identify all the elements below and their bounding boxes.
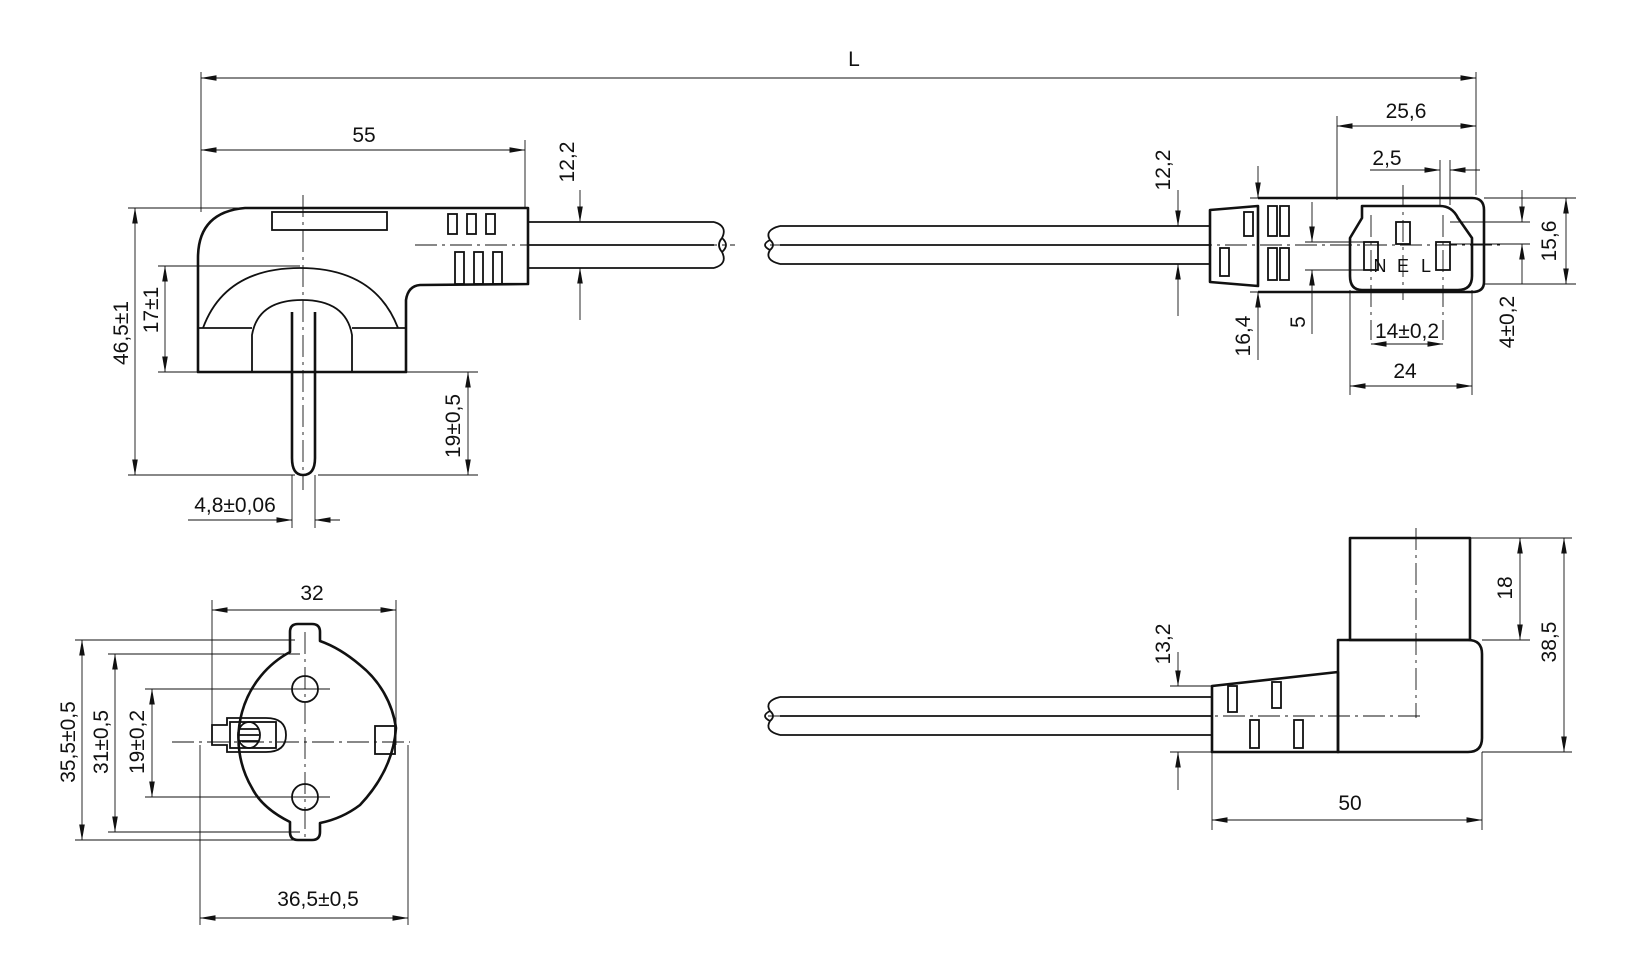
dim-connector-width: 24 [1393, 360, 1417, 383]
plug-pin [290, 312, 317, 477]
connector-side-view: N E L [764, 185, 1505, 340]
dim-plug-cable-diameter: 12,2 [556, 142, 579, 183]
plug-side-view [196, 195, 735, 490]
dimension-lines [75, 72, 1576, 925]
angled-connector-head [1348, 536, 1472, 642]
dim-contact-offset: 17±1 [140, 287, 163, 334]
connector-socket-face [1348, 204, 1474, 292]
side-earth-contact [374, 725, 396, 755]
plug-body-outline [196, 206, 530, 374]
neutral-label: N [1374, 256, 1387, 276]
plug-top-recess [271, 211, 388, 231]
connector-body-outline [1258, 196, 1486, 294]
dim-strain-relief: 16,4 [1232, 315, 1255, 356]
dim-side-length: 50 [1338, 792, 1361, 815]
dim-contact-spacing: 14±0,2 [1375, 320, 1439, 343]
dim-contact-gap: 5 [1287, 316, 1310, 328]
connector-strain-relief [1208, 204, 1260, 288]
dim-face-inner-height: 31±0,5 [90, 710, 113, 774]
dim-connector-cable-diameter: 12,2 [1152, 150, 1175, 191]
dim-pin-length: 19±0,5 [442, 394, 465, 458]
angled-connector-body [1336, 638, 1484, 754]
dim-connector-depth: 25,6 [1386, 100, 1427, 123]
live-label: L [1421, 256, 1431, 276]
dim-pin-diameter: 4,8±0,06 [194, 494, 276, 517]
dim-side-top-height: 18 [1494, 576, 1517, 599]
earth-clip [211, 717, 287, 753]
plug-front-view [172, 622, 410, 842]
dim-pin-spacing: 19±0,2 [126, 710, 149, 774]
plug-inner-arch [251, 299, 353, 372]
dim-plug-length: 55 [352, 124, 375, 147]
dim-face-total-width: 36,5±0,5 [277, 888, 359, 911]
dim-side-total-height: 38,5 [1538, 622, 1561, 663]
plug-outer-arch [202, 267, 399, 329]
dim-face-height: 35,5±0,5 [57, 701, 80, 783]
screw-head [237, 721, 261, 749]
dimension-labels: L 55 12,2 46,5±1 17±1 19±0,5 4,8±0,06 25… [57, 48, 1561, 911]
dim-connector-height: 15,6 [1538, 221, 1561, 262]
dim-contact-height: 4±0,2 [1496, 296, 1519, 348]
plug-face-outline [237, 622, 398, 842]
earth-label: E [1397, 256, 1409, 276]
plug-grip-ribs [447, 213, 503, 285]
dim-contact-width: 2,5 [1372, 147, 1401, 170]
connector-angled-view [764, 528, 1484, 754]
dim-plug-height: 46,5±1 [110, 301, 133, 365]
dim-side-cable-diameter: 13,2 [1152, 624, 1175, 665]
dim-face-width: 32 [300, 582, 323, 605]
dim-overall-length: L [848, 48, 860, 71]
